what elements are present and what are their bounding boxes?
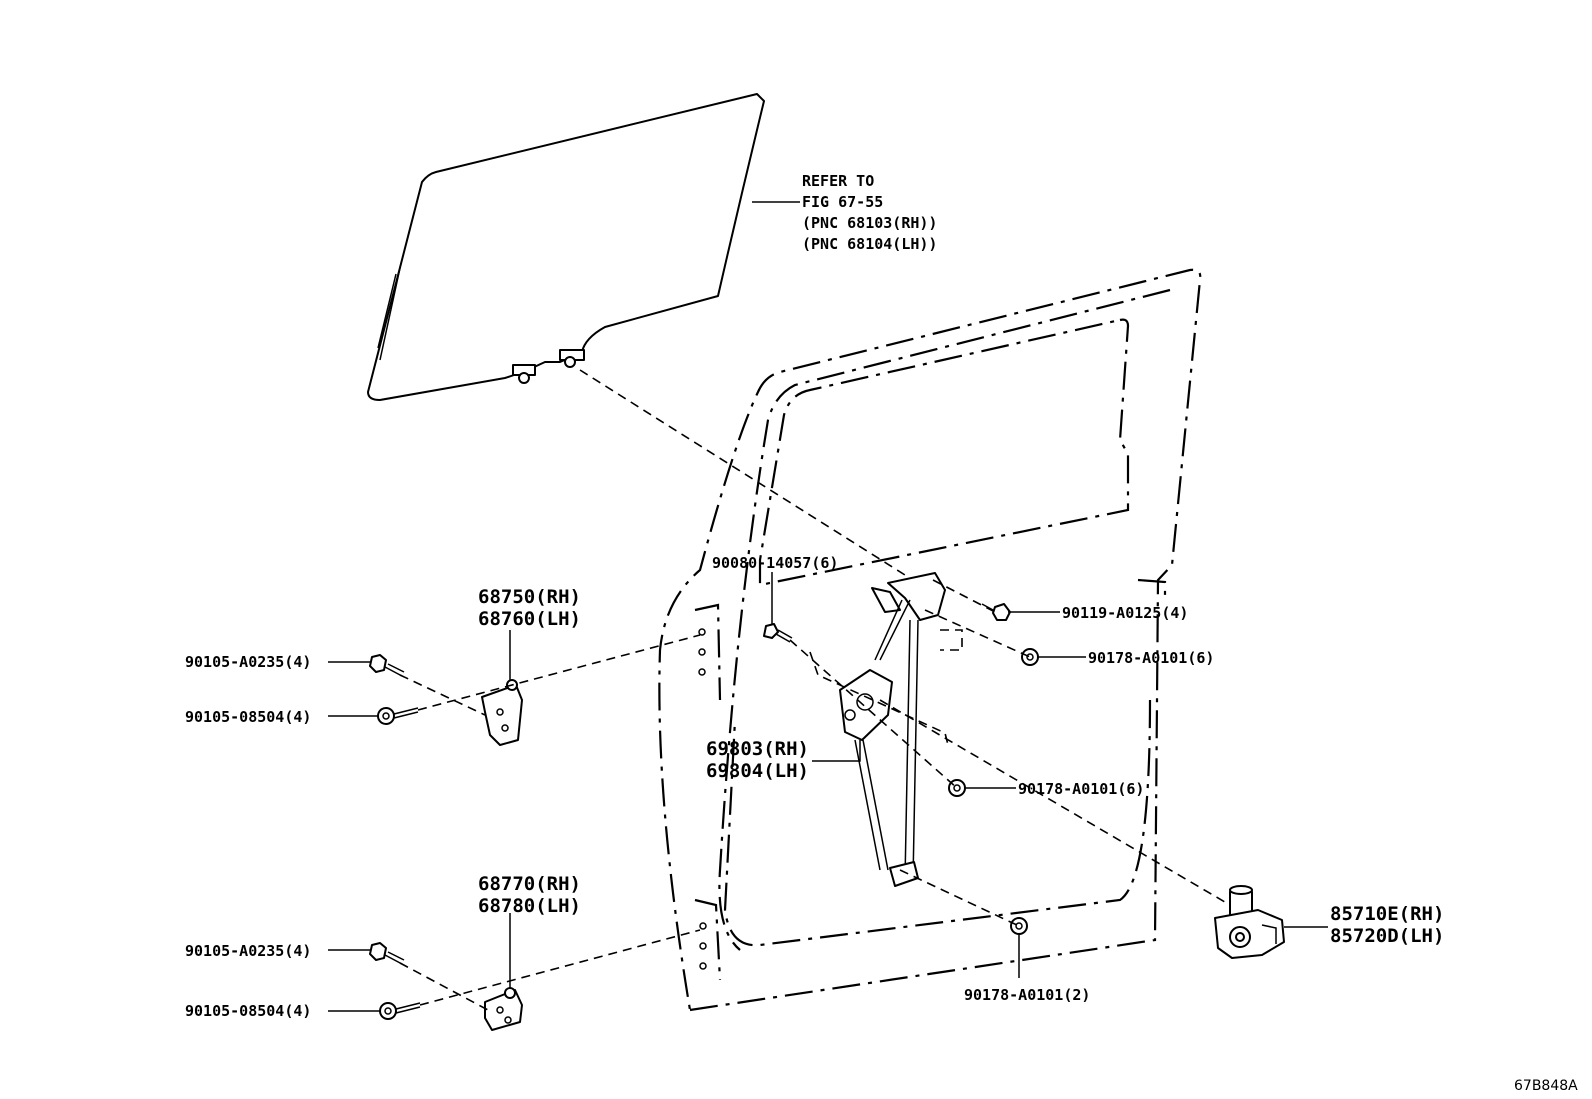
reference-note-line-1: REFER TO	[802, 172, 874, 190]
bolt-90119-a0125	[981, 603, 1011, 621]
nut-low	[1010, 917, 1028, 935]
reference-note-line-3: (PNC 68103(RH))	[802, 214, 937, 232]
label-90080-14057: 90080-14057(6)	[712, 554, 838, 572]
label-lower-hinge-lh: 68780(LH)	[478, 895, 581, 917]
label-90178-a0101-low: 90178-A0101(2)	[964, 986, 1090, 1004]
label-upper-hinge-lh: 68760(LH)	[478, 608, 581, 630]
nut-upper	[1021, 648, 1039, 666]
figure-code: 67B848A	[1514, 1078, 1578, 1094]
label-lower-hinge-rh: 68770(RH)	[478, 873, 581, 895]
door-panel	[658, 268, 1202, 1012]
bolt-lower-hinge-a0235	[369, 942, 405, 965]
label-90178-a0101-mid: 90178-A0101(6)	[1018, 780, 1144, 798]
reference-note: REFER TO FIG 67-55 (PNC 68103(RH)) (PNC …	[802, 172, 937, 253]
label-upper-bolt-08504: 90105-08504(4)	[185, 708, 311, 726]
bolt-90080-14057	[763, 623, 793, 643]
label-lower-bolt-08504: 90105-08504(4)	[185, 1002, 311, 1020]
window-regulator	[809, 572, 963, 887]
bolt-lower-hinge-08504	[379, 1002, 421, 1020]
label-90119-a0125: 90119-A0125(4)	[1062, 604, 1188, 622]
label-90178-a0101-upper: 90178-A0101(6)	[1088, 649, 1214, 667]
assembly-lines	[399, 369, 1231, 1011]
bolt-upper-hinge-a0235	[369, 654, 405, 677]
lower-hinge	[484, 987, 523, 1031]
label-motor-lh: 85720D(LH)	[1330, 925, 1444, 947]
window-motor	[1214, 885, 1285, 959]
leader-lines	[328, 201, 1328, 1012]
label-upper-bolt-a0235: 90105-A0235(4)	[185, 653, 311, 671]
bolt-upper-hinge-08504	[377, 707, 419, 725]
label-lower-bolt-a0235: 90105-A0235(4)	[185, 942, 311, 960]
reference-note-line-2: FIG 67-55	[802, 193, 883, 211]
reference-note-line-4: (PNC 68104(LH))	[802, 235, 937, 253]
label-motor-rh: 85710E(RH)	[1330, 903, 1444, 925]
label-regulator-rh: 69803(RH)	[706, 738, 809, 760]
label-upper-hinge-rh: 68750(RH)	[478, 586, 581, 608]
upper-hinge	[481, 679, 523, 746]
label-regulator-lh: 69804(LH)	[706, 760, 809, 782]
door-glass	[367, 93, 765, 401]
